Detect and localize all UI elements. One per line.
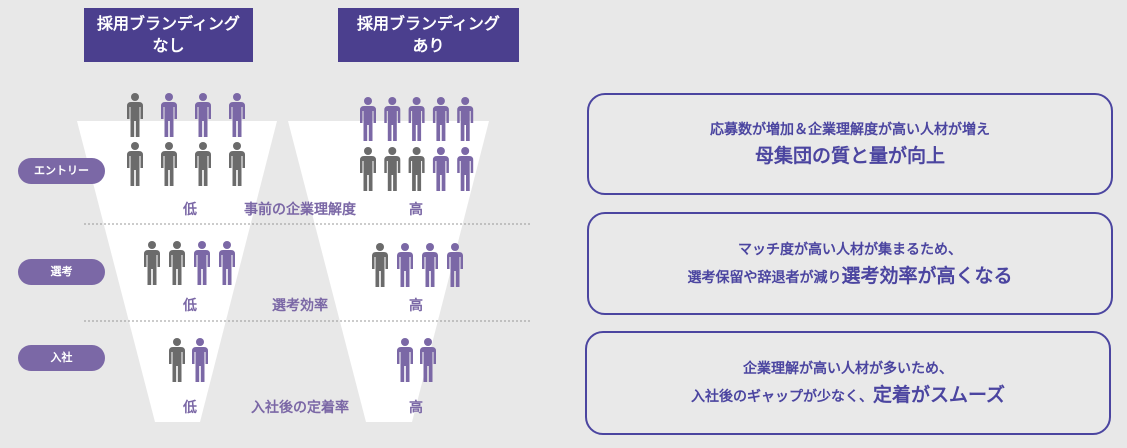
person-icon [397,243,413,287]
person-icon [195,142,211,186]
metric-label: 入社後の定着率 [251,400,349,416]
person-icon [192,338,208,382]
person-icon [420,338,436,382]
stage-entry: エントリー [18,158,105,184]
person-icon [144,241,160,285]
high-label: 高 [409,202,423,218]
callout-selection: マッチ度が高い人材が集まるため、 選考保留や辞退者が減り選考効率が高くなる [587,212,1113,315]
funnel-without [77,121,277,422]
callout-emphasis: 定着がスムーズ [872,384,1006,406]
person-icon [432,147,449,191]
metric-label: 事前の企業理解度 [244,202,356,218]
person-icon [127,142,143,186]
callout-entry: 応募数が増加＆企業理解度が高い人材が増え 母集団の質と量が向上 [587,93,1113,195]
header-without-branding: 採用ブランディング なし [84,8,253,62]
stage-hire: 入社 [18,345,105,371]
callout-emphasis: 母集団の質と量が向上 [754,145,945,167]
header-with-branding: 採用ブランディング あり [338,8,519,62]
metric-label: 選考効率 [272,298,328,314]
person-icon [447,243,463,287]
person-icon [360,147,376,191]
person-icon [229,93,245,137]
callout-line1: 応募数が増加＆企業理解度が高い人材が増え [710,122,990,138]
person-icon [219,241,235,285]
person-icon [372,243,388,287]
low-label: 低 [183,202,197,218]
person-icon [127,93,143,137]
callout-line2: 選考保留や辞退者が減り [687,269,842,286]
high-label: 高 [409,298,423,314]
callout-line2: 入社後のギャップが少なく、 [690,389,873,405]
person-icon [432,97,449,141]
stage-selection: 選考 [18,259,105,285]
person-icon [422,243,438,287]
person-icon [408,147,425,191]
callout-line1: 企業理解が高い人材が多いため、 [743,361,953,377]
person-icon [169,338,185,382]
person-icon [360,97,376,141]
person-icon [161,93,177,137]
funnel-with [288,121,489,422]
callout-line1: マッチ度が高い人材が集まるため、 [738,241,962,258]
person-icon [169,241,185,285]
callout-hire: 企業理解が高い人材が多いため、 入社後のギャップが少なく、定着がスムーズ [585,331,1111,435]
person-icon [397,338,413,382]
person-icon [408,97,425,141]
person-icon [195,93,211,137]
person-icon [457,147,474,191]
person-icon [384,147,401,191]
high-label: 高 [409,400,423,416]
callout-emphasis: 選考効率が高くなる [841,264,1013,287]
low-label: 低 [183,400,197,416]
person-icon [229,142,245,186]
person-icon [161,142,177,186]
person-icon [194,241,210,285]
low-label: 低 [183,298,197,314]
person-icon [384,97,401,141]
person-icon [457,97,474,141]
